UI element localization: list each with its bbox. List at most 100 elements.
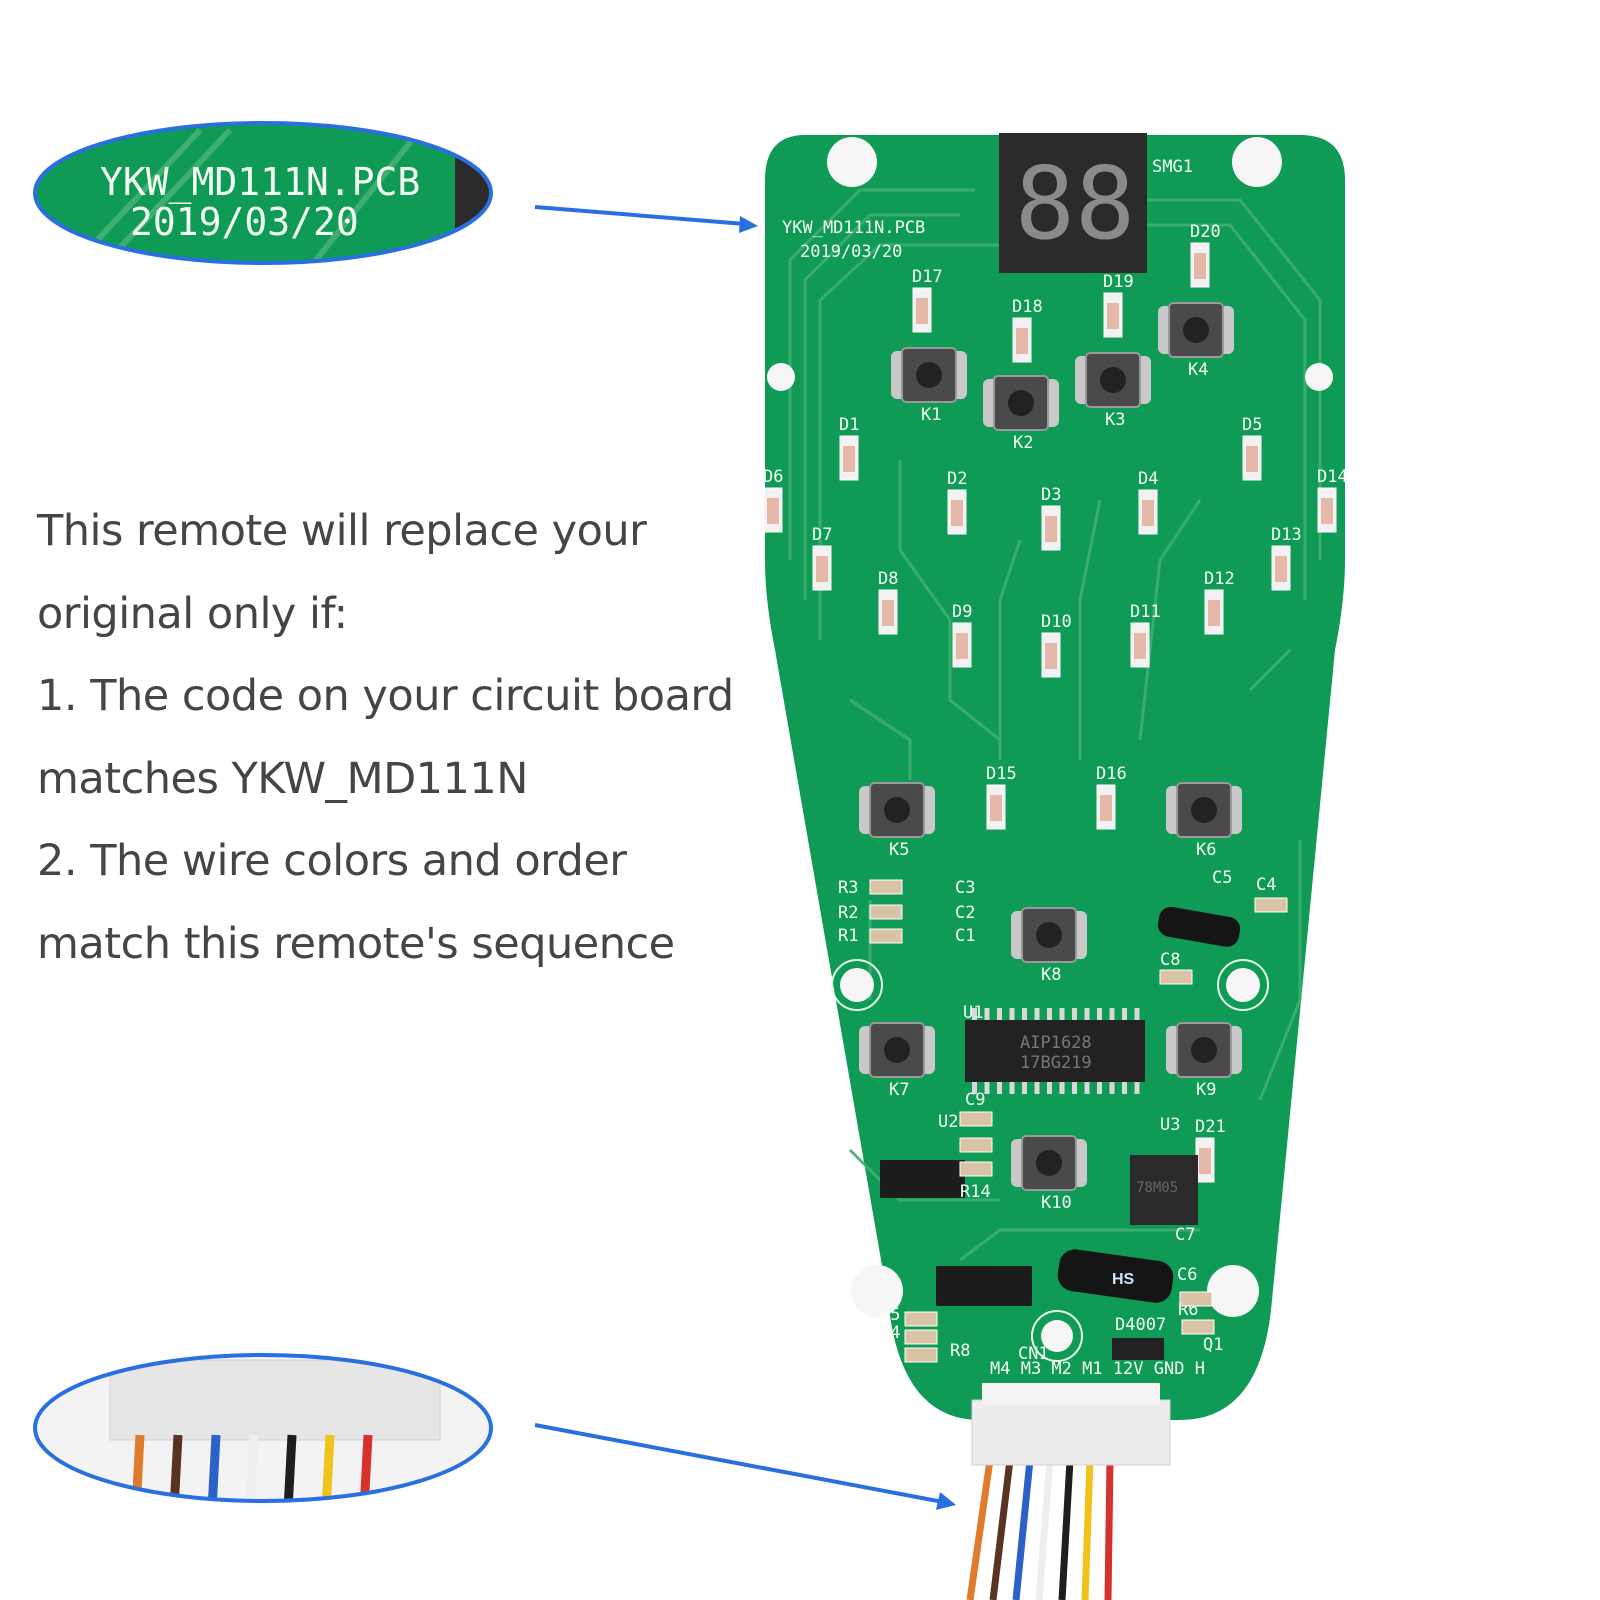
led-label: D20 — [1190, 222, 1221, 242]
wire — [989, 1459, 1014, 1600]
led-d9: D9 — [952, 602, 972, 668]
tactile-button-k7[interactable]: K7 — [859, 1022, 935, 1100]
component-label: C5 — [1212, 868, 1232, 888]
wire-zoomed — [245, 1434, 259, 1501]
component-label: R4 — [880, 1323, 900, 1343]
led-label: D9 — [952, 602, 972, 622]
wire — [1058, 1459, 1074, 1600]
led-d10: D10 — [1041, 612, 1072, 678]
tactile-button-k8[interactable]: K8 — [1011, 907, 1087, 985]
tactile-button-k9[interactable]: K9 — [1166, 1022, 1242, 1100]
wire — [1012, 1459, 1034, 1600]
tactile-button-k1[interactable]: K1 — [891, 347, 967, 425]
svg-text:78M05: 78M05 — [1136, 1180, 1178, 1196]
led-label: D3 — [1041, 485, 1061, 505]
component-label: R2 — [838, 903, 858, 923]
component-c9: C9 — [965, 1090, 985, 1110]
component-c6: C6 — [1177, 1265, 1197, 1285]
button-label: K4 — [1188, 360, 1208, 380]
compatibility-note: This remote will replace your original o… — [37, 490, 734, 985]
wire-zoomed — [169, 1434, 183, 1501]
wire-zoomed — [283, 1434, 297, 1501]
component-c2: C2 — [955, 903, 975, 923]
component-r5: R5 — [880, 1305, 900, 1325]
board-code: YKW_MD111N.PCB — [782, 218, 925, 238]
component-label: C9 — [965, 1090, 985, 1110]
button-label: K1 — [921, 405, 941, 425]
led-label: D18 — [1012, 297, 1043, 317]
led-d11: D11 — [1130, 602, 1161, 668]
svg-text:2019/03/20: 2019/03/20 — [130, 200, 359, 244]
component-label: C4 — [1256, 875, 1276, 895]
wire — [1081, 1459, 1094, 1600]
button-label: K10 — [1041, 1193, 1072, 1213]
led-label: D15 — [986, 764, 1017, 784]
component-c7: C7 — [1175, 1225, 1195, 1245]
ic-u2: U2 — [880, 1112, 1032, 1306]
svg-text:U2: U2 — [938, 1112, 958, 1132]
component-c4: C4 — [1256, 875, 1276, 895]
svg-text:M4 M3 M2 M1 12V GND H: M4 M3 M2 M1 12V GND H — [990, 1359, 1205, 1379]
button-label: K8 — [1041, 965, 1061, 985]
circuit-board: 88 SMG1 YKW_MD111N.PCB 2019/03/20 D17D18… — [763, 133, 1348, 1466]
mounting-holes — [767, 137, 1333, 1352]
seven-segment-display: 88 SMG1 — [999, 133, 1193, 273]
led-label: D19 — [1103, 272, 1134, 292]
led-d4: D4 — [1138, 469, 1158, 535]
led-d17: D17 — [912, 267, 943, 333]
regulator-u3: 78M05 U3 — [1130, 1115, 1198, 1225]
component-r8: R8 — [950, 1341, 970, 1361]
tactile-button-k5[interactable]: K5 — [859, 782, 935, 860]
led-label: D5 — [1242, 415, 1262, 435]
note-line: 1. The code on your circuit board — [37, 671, 734, 721]
led-d15: D15 — [986, 764, 1017, 830]
connector-cn1: CN1 M4 M3 M2 M1 12V GND H — [971, 1344, 1205, 1466]
svg-text:AIP1628: AIP1628 — [1020, 1033, 1092, 1053]
svg-text:YKW_MD111N.PCB: YKW_MD111N.PCB — [100, 160, 420, 205]
capacitor-c7: HS — [1057, 1249, 1174, 1303]
wire-harness — [966, 1459, 1114, 1600]
led-label: D6 — [763, 467, 783, 487]
svg-text:HS: HS — [1112, 1271, 1135, 1288]
wire-zoomed — [131, 1434, 145, 1501]
button-label: K5 — [889, 840, 909, 860]
led-d19: D19 — [1103, 272, 1134, 338]
led-d6: D6 — [763, 467, 783, 533]
led-label: D7 — [812, 525, 832, 545]
tactile-button-k2[interactable]: K2 — [983, 375, 1059, 453]
component-label: C6 — [1177, 1265, 1197, 1285]
component-label: C8 — [1160, 950, 1180, 970]
tactile-button-k10[interactable]: K10 — [1011, 1135, 1087, 1213]
led-d20: D20 — [1190, 222, 1221, 288]
led-label: D14 — [1317, 467, 1348, 487]
led-label: D13 — [1271, 525, 1302, 545]
component-q1: Q1 — [1203, 1335, 1223, 1355]
board-date: 2019/03/20 — [800, 242, 902, 262]
button-label: K9 — [1196, 1080, 1216, 1100]
led-d13: D13 — [1271, 525, 1302, 591]
svg-text:CN1: CN1 — [1018, 1344, 1049, 1364]
led-label: D16 — [1096, 764, 1127, 784]
led-label: D11 — [1130, 602, 1161, 622]
component-label: C2 — [955, 903, 975, 923]
tactile-button-k3[interactable]: K3 — [1075, 352, 1151, 430]
svg-text:17BG219: 17BG219 — [1020, 1053, 1092, 1073]
svg-text:88: 88 — [1015, 145, 1135, 262]
tactile-button-k6[interactable]: K6 — [1166, 782, 1242, 860]
component-label: R8 — [950, 1341, 970, 1361]
component-c8: C8 — [1160, 950, 1180, 970]
component-r14: R14 — [960, 1182, 991, 1202]
led-label: D2 — [947, 469, 967, 489]
button-label: K3 — [1105, 410, 1125, 430]
led-d5: D5 — [1242, 415, 1262, 481]
component-label: Q1 — [1203, 1335, 1223, 1355]
tactile-button-k4[interactable]: K4 — [1158, 302, 1234, 380]
led-d8: D8 — [878, 569, 898, 635]
component-label: C1 — [955, 926, 975, 946]
component-r2: R2 — [838, 903, 858, 923]
wire-zoom-callout — [35, 1355, 491, 1501]
button-label: K2 — [1013, 433, 1033, 453]
led-d1: D1 — [839, 415, 859, 481]
led-label: D1 — [839, 415, 859, 435]
